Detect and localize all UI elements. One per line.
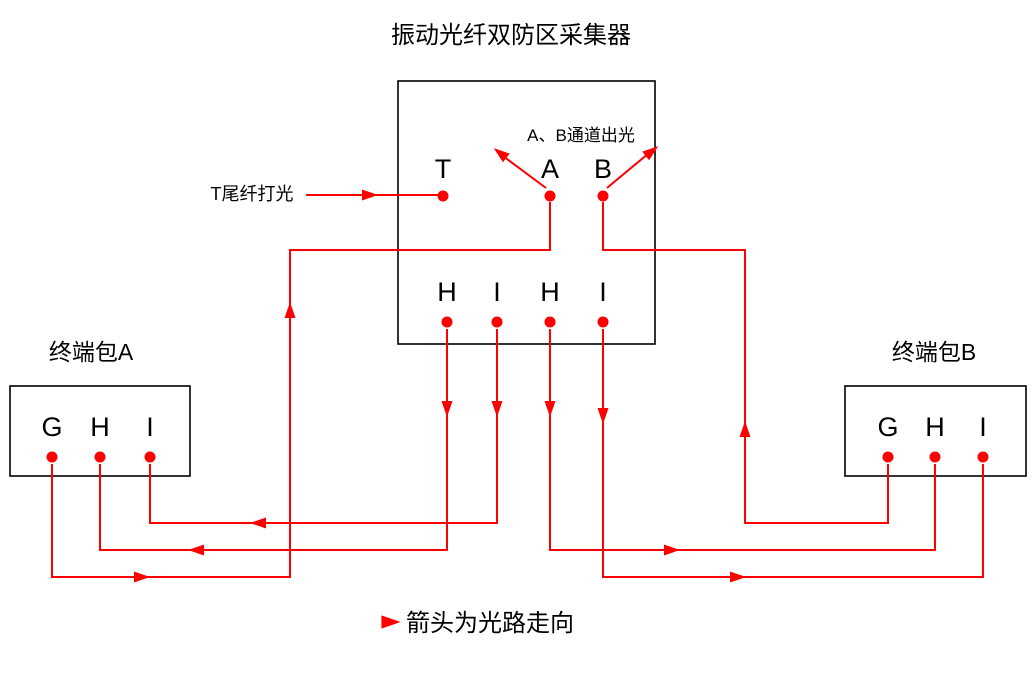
flow-arrow-right-icon <box>730 571 746 583</box>
t-pigtail-arrow-icon <box>362 189 378 201</box>
collector-port-H2-dot <box>544 316 556 328</box>
terminal-a-title: 终端包A <box>49 339 134 365</box>
terminal-b-port-I-label: I <box>979 412 987 442</box>
terminal-a-port-H-dot <box>94 451 106 463</box>
terminal-b: 终端包B G H I <box>844 339 1027 477</box>
flow-arrow-down-icon <box>441 401 453 417</box>
terminal-b-port-G-label: G <box>877 412 898 442</box>
terminal-a-port-I-dot <box>144 451 156 463</box>
collector-port-T-label: T <box>435 154 452 184</box>
terminal-a: 终端包A G H I <box>9 339 191 477</box>
collector-port-I2-dot <box>597 316 609 328</box>
collector-port-B-dot <box>597 190 609 202</box>
collector-label-ab: A、B通道出光 <box>527 126 635 145</box>
terminal-b-port-I-dot <box>977 451 989 463</box>
terminal-a-port-H-label: H <box>90 412 110 442</box>
terminal-a-port-G-dot <box>46 451 58 463</box>
terminal-a-port-G-label: G <box>41 412 62 442</box>
collector-port-T-dot <box>437 190 449 202</box>
collector-port-A-dot <box>544 190 556 202</box>
flow-arrow-up-icon <box>739 421 751 437</box>
wire-collectorH1-terminalA-H <box>99 329 448 551</box>
collector-port-H1-dot <box>441 316 453 328</box>
collector: A、B通道出光 T A B H I H I <box>397 80 659 345</box>
collector-port-I1-label: I <box>493 277 501 307</box>
flow-arrow-down-icon <box>491 401 503 417</box>
legend: 箭头为光路走向 <box>381 610 574 637</box>
terminal-b-port-G-dot <box>882 451 894 463</box>
legend-text: 箭头为光路走向 <box>406 610 574 637</box>
collector-port-A-label: A <box>541 154 559 184</box>
wire-terminalA-G-collectorA <box>51 202 551 578</box>
flow-arrow-right-icon <box>134 571 150 583</box>
flow-arrow-left-icon <box>250 517 266 529</box>
light-out-B-arrow-icon <box>642 146 659 161</box>
flow-arrow-down-icon <box>597 408 609 424</box>
wire-collectorI2-terminalB-I <box>602 329 984 578</box>
collector-port-H1-label: H <box>437 277 457 307</box>
terminal-b-port-H-dot <box>929 451 941 463</box>
collector-port-B-label: B <box>594 154 612 184</box>
t-pigtail-label: T尾纤打光 <box>211 184 294 204</box>
flow-arrow-right-icon <box>664 544 680 556</box>
wire-collectorI1-terminalA-I <box>149 329 498 524</box>
terminal-b-title: 终端包B <box>892 339 976 365</box>
collector-port-I1-dot <box>491 316 503 328</box>
collector-port-H2-label: H <box>540 277 560 307</box>
t-pigtail-callout: T尾纤打光 <box>211 184 441 204</box>
wire-collectorH2-terminalB-H <box>549 329 936 551</box>
light-out-A-line <box>502 155 547 189</box>
diagram-title: 振动光纤双防区采集器 <box>391 22 631 49</box>
legend-arrow-icon <box>381 615 401 629</box>
collector-box <box>397 80 656 345</box>
flow-arrow-up-icon <box>284 302 296 318</box>
terminal-a-port-I-label: I <box>146 412 154 442</box>
light-out-A-arrow-icon <box>493 148 510 163</box>
light-out-B-line <box>606 152 650 189</box>
wire-terminalB-G-collectorB <box>602 202 889 524</box>
fiber-wires <box>51 202 984 583</box>
terminal-b-port-H-label: H <box>925 412 945 442</box>
flow-arrow-left-icon <box>188 544 204 556</box>
collector-port-I2-label: I <box>599 277 607 307</box>
flow-arrow-down-icon <box>544 401 556 417</box>
